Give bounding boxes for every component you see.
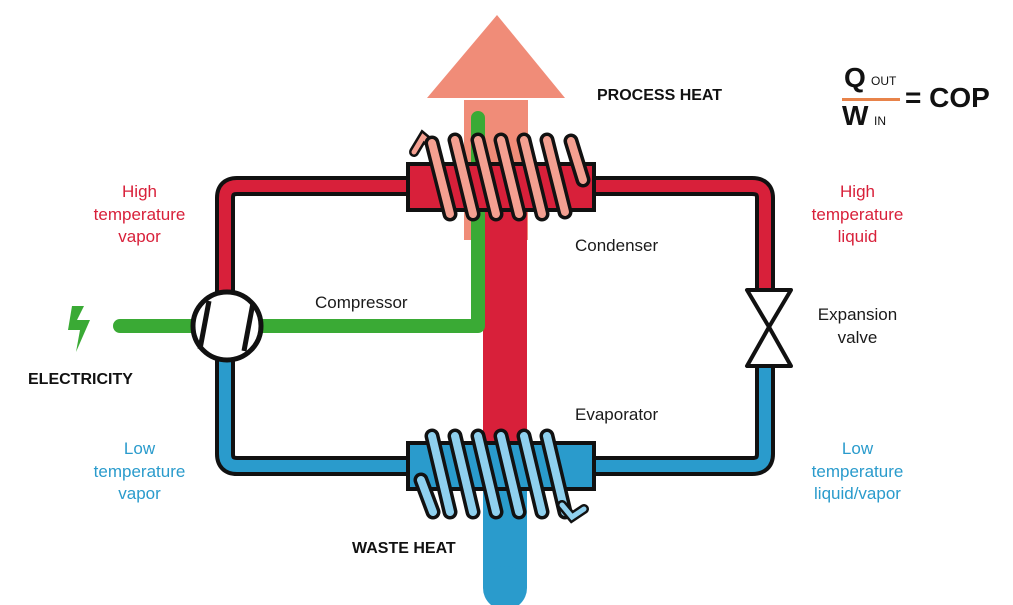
formula-fraction-bar [842, 98, 900, 101]
formula-denominator: W [842, 100, 869, 131]
cop-formula: Q OUT W IN = COP [838, 62, 998, 132]
high-temp-liquid-label: High temperature liquid [811, 182, 904, 246]
low-temp-vapor-label: Low temperature vapor [93, 439, 186, 503]
condenser-coil [424, 132, 591, 222]
compressor-symbol [190, 289, 264, 363]
valve-symbol [745, 288, 793, 368]
waste-heat-label: WASTE HEAT [352, 540, 456, 557]
electricity-label: ELECTRICITY [28, 371, 133, 388]
low-temp-liquid-vapor-label: Low temperature liquid/vapor [811, 439, 904, 503]
formula-numerator: Q [844, 62, 866, 93]
evaporator-label: Evaporator [575, 405, 659, 424]
hot-column [483, 180, 527, 472]
evaporator [406, 428, 596, 524]
expansion-valve-label: Expansion valve [817, 305, 898, 347]
compressor-label: Compressor [315, 293, 408, 312]
formula-result: = COP [905, 82, 990, 113]
lightning-bolt-icon [68, 306, 90, 352]
condenser [406, 129, 596, 222]
high-temp-vapor-label: High temperature vapor [93, 182, 186, 246]
evaporator-coil [413, 428, 573, 520]
formula-denominator-sub: IN [874, 114, 886, 128]
formula-numerator-sub: OUT [871, 74, 897, 88]
process-heat-label: PROCESS HEAT [597, 87, 723, 104]
condenser-label: Condenser [575, 236, 659, 255]
